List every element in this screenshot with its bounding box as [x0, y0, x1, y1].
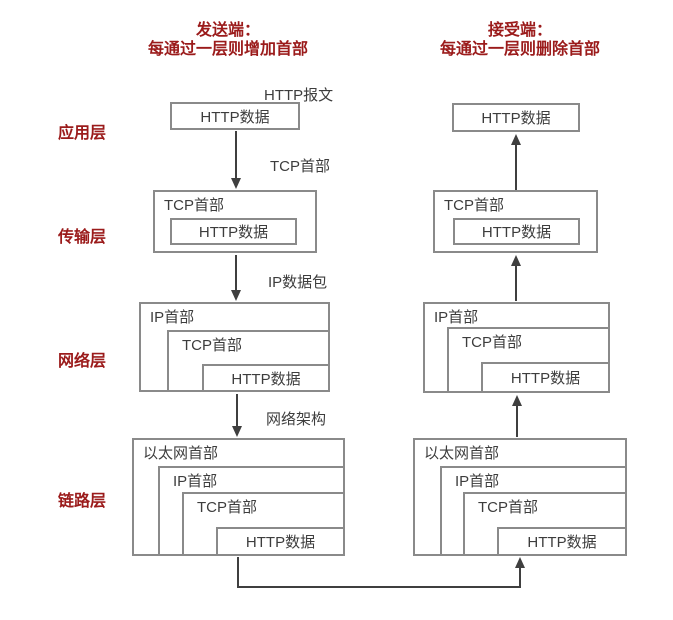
annotation-tcp-header: TCP首部 [270, 158, 331, 175]
box-text: 以太网首部 [143, 445, 219, 462]
box-text: HTTP数据 [510, 370, 581, 387]
bottom-connector-arrow [237, 557, 525, 588]
box-text: TCP首部 [462, 334, 523, 351]
up-arrow-icon [511, 134, 521, 190]
receiver-header-line1: 接受端： [487, 22, 552, 39]
layer-label-link: 链路层 [57, 493, 106, 510]
box-text: IP首部 [434, 309, 479, 326]
box-text: HTTP数据 [200, 108, 270, 126]
receiver-header: 接受端： 每通过一层则删除首部 [425, 21, 615, 59]
sender-header-line1: 发送端： [195, 22, 260, 39]
sender-transport-tcp-box: TCP首部 HTTP数据 [153, 190, 317, 253]
box-text: TCP首部 [164, 197, 225, 214]
receiver-app-http-data-box: HTTP数据 [452, 103, 580, 132]
sender-link-ethernet-box: 以太网首部 IP首部 TCP首部 HTTP数据 [132, 438, 345, 556]
receiver-transport-http-data-box: HTTP数据 [453, 218, 580, 245]
receiver-link-http-data-box: HTTP数据 [497, 527, 627, 556]
sender-transport-http-data-box: HTTP数据 [170, 218, 297, 245]
sender-header-line2: 每通过一层则增加首部 [147, 41, 308, 58]
annotation-network-arch: 网络架构 [266, 411, 327, 428]
box-text: TCP首部 [444, 197, 505, 214]
layer-label-network: 网络层 [57, 353, 106, 370]
down-arrow-icon [231, 131, 241, 189]
box-text: IP首部 [173, 473, 218, 490]
up-arrow-icon [512, 395, 522, 437]
box-text: HTTP数据 [198, 224, 269, 241]
box-text: IP首部 [150, 309, 195, 326]
receiver-header-line2: 每通过一层则删除首部 [439, 41, 600, 58]
sender-network-http-data-box: HTTP数据 [202, 364, 330, 392]
receiver-network-ip-box: IP首部 TCP首部 HTTP数据 [423, 302, 610, 393]
annotation-ip-packet: IP数据包 [268, 274, 328, 291]
box-text: TCP首部 [182, 337, 243, 354]
sender-link-http-data-box: HTTP数据 [216, 527, 345, 556]
sender-network-ip-box: IP首部 TCP首部 HTTP数据 [139, 302, 330, 392]
box-text: TCP首部 [197, 499, 258, 516]
layer-label-application: 应用层 [57, 125, 106, 142]
box-text: HTTP数据 [245, 534, 316, 551]
sender-header: 发送端： 每通过一层则增加首部 [133, 21, 323, 59]
receiver-link-ethernet-box: 以太网首部 IP首部 TCP首部 HTTP数据 [413, 438, 627, 556]
box-text: HTTP数据 [481, 224, 552, 241]
sender-app-http-data-box: HTTP数据 [170, 102, 300, 130]
down-arrow-icon [232, 394, 242, 437]
box-text: HTTP数据 [231, 370, 301, 388]
receiver-transport-tcp-box: TCP首部 HTTP数据 [433, 190, 598, 253]
annotation-http-message: HTTP报文 [264, 87, 334, 104]
box-text: HTTP数据 [527, 534, 597, 551]
box-text: 以太网首部 [424, 445, 500, 462]
box-text: IP首部 [455, 473, 500, 490]
down-arrow-icon [231, 255, 241, 301]
box-text: TCP首部 [478, 499, 539, 516]
layer-label-transport: 传输层 [57, 229, 106, 246]
receiver-network-http-data-box: HTTP数据 [481, 362, 610, 393]
box-text: HTTP数据 [481, 110, 551, 127]
up-arrow-icon [511, 255, 521, 301]
